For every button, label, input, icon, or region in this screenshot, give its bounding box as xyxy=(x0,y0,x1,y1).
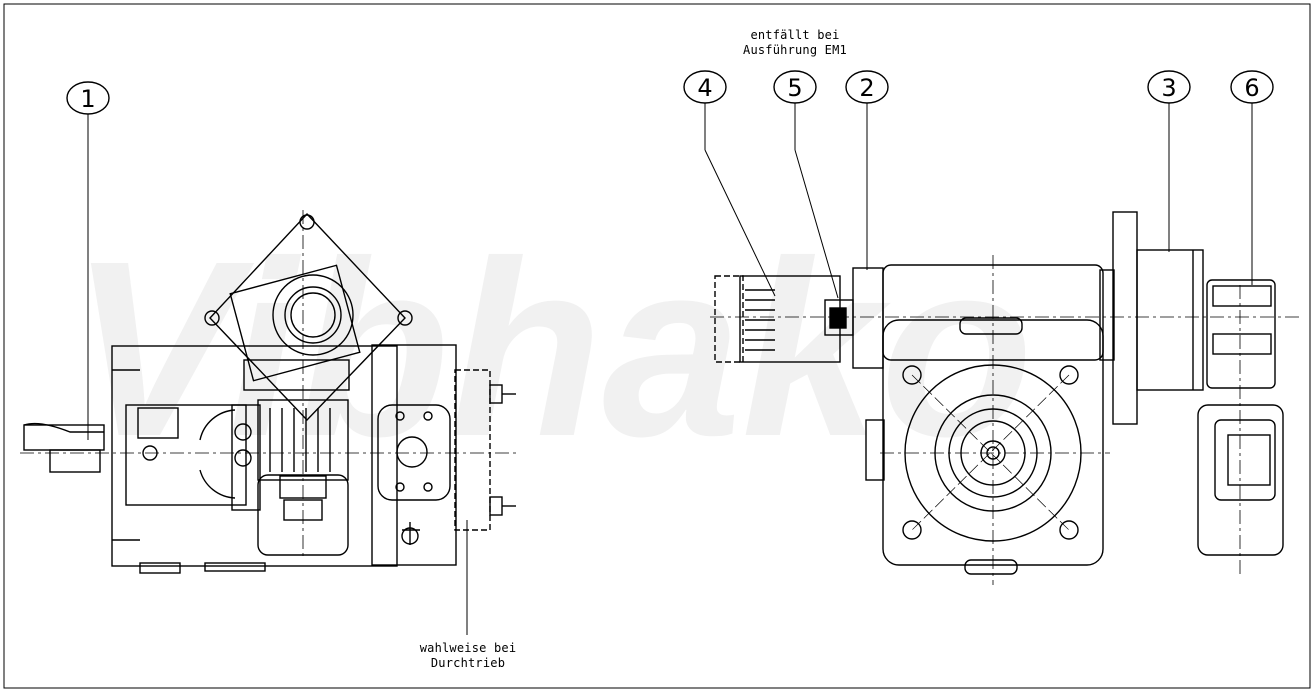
balloon-1-label: 1 xyxy=(80,85,95,113)
balloon-2-label: 2 xyxy=(859,74,874,102)
balloon-6: 6 xyxy=(1230,70,1274,285)
balloon-3: 3 xyxy=(1147,70,1191,252)
note-optional-through-drive: wahlweise bei Durchtrieb xyxy=(413,641,523,671)
drawing-frame xyxy=(3,3,1311,689)
left-pump-view xyxy=(20,210,520,635)
watermark-text: Vibhako xyxy=(70,209,1033,488)
right-pump-view xyxy=(710,211,1300,585)
balloon-4: 4 xyxy=(683,70,776,297)
note-bottom-line-1: wahlweise bei xyxy=(419,641,517,655)
balloon-1: 1 xyxy=(66,81,110,440)
note-top-line-1: entfällt bei xyxy=(750,28,840,42)
balloon-3-label: 3 xyxy=(1161,74,1176,102)
note-omitted-em1: entfällt bei Ausführung EM1 xyxy=(740,28,850,58)
balloon-5-label: 5 xyxy=(787,74,802,102)
balloon-6-label: 6 xyxy=(1244,74,1259,102)
balloon-2: 2 xyxy=(845,70,889,270)
note-top-line-2: Ausführung EM1 xyxy=(743,43,847,57)
note-bottom-line-2: Durchtrieb xyxy=(430,656,506,670)
balloon-5: 5 xyxy=(773,70,839,299)
balloon-4-label: 4 xyxy=(697,74,712,102)
